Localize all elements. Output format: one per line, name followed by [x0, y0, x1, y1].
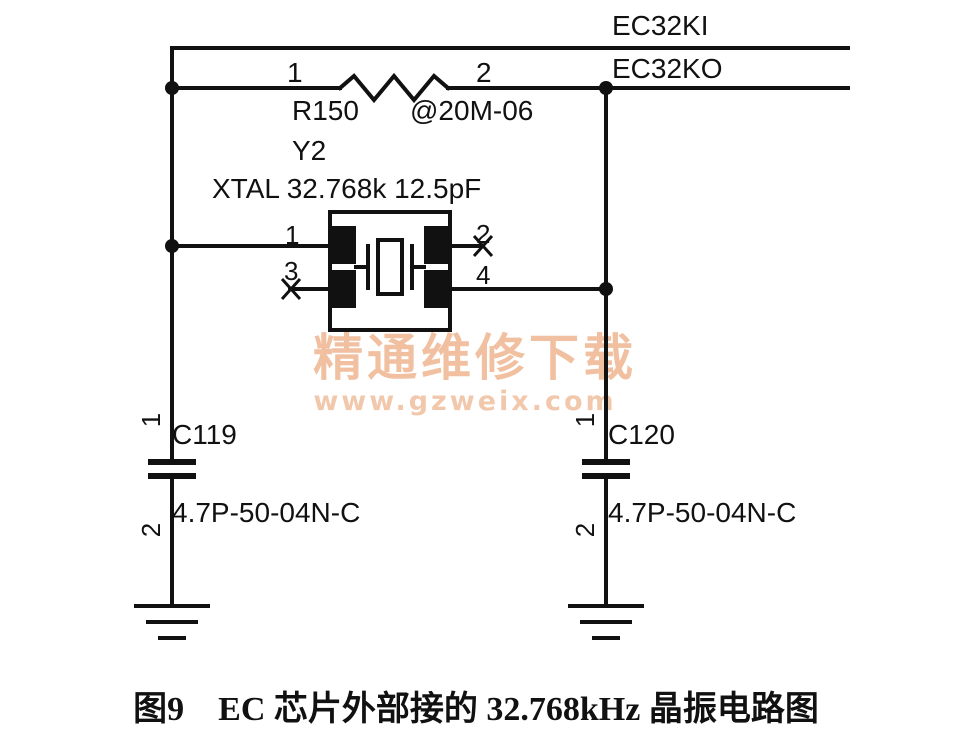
c119-ref: C119: [172, 419, 237, 450]
junction-dot-icon: [599, 81, 613, 95]
ground-symbol-icon: [134, 604, 210, 640]
y2-pin1-label: 1: [285, 220, 299, 250]
r150-pin1-label: 1: [287, 57, 303, 88]
resistor-r150-icon: [337, 72, 451, 104]
crystal-pad-2: [424, 226, 448, 264]
y2-ref: Y2: [292, 135, 326, 166]
crystal-resonator-icon: [376, 238, 404, 296]
net-label-ec32ko: EC32KO: [612, 53, 723, 84]
junction-dot-icon: [165, 81, 179, 95]
net-label-ec32ki: EC32KI: [612, 10, 709, 41]
crystal-y2-outline: [328, 210, 452, 332]
watermark-title: 精通维修下载: [313, 329, 637, 387]
no-connect-icon: [280, 277, 302, 301]
watermark-url: www.gzweix.com: [313, 386, 616, 417]
c120-pin2-label: 2: [570, 523, 600, 537]
r150-pin2-label: 2: [476, 57, 492, 88]
r150-ref: R150: [292, 95, 359, 126]
r150-value: @20M-06: [410, 95, 533, 126]
y2-pin4-label: 4: [476, 260, 490, 290]
y2-pin2-label: 2: [476, 219, 490, 249]
c119-pin2-label: 2: [136, 523, 166, 537]
junction-dot-icon: [165, 239, 179, 253]
c120-ref: C120: [608, 419, 675, 450]
junction-dot-icon: [599, 282, 613, 296]
crystal-pad-1: [332, 226, 356, 264]
c120-value: 4.7P-50-04N-C: [608, 497, 796, 528]
figure-caption: 图9 EC 芯片外部接的 32.768kHz 晶振电路图: [133, 690, 819, 728]
y2-pin3-label: 3: [284, 256, 298, 286]
c119-value: 4.7P-50-04N-C: [172, 497, 360, 528]
no-connect-icon: [472, 234, 494, 258]
y2-value: XTAL 32.768k 12.5pF: [212, 173, 481, 204]
c120-pin1-label: 1: [570, 413, 600, 427]
crystal-pad-4: [424, 270, 448, 308]
c119-pin1-label: 1: [136, 413, 166, 427]
crystal-pad-3: [332, 270, 356, 308]
ground-symbol-icon: [568, 604, 644, 640]
